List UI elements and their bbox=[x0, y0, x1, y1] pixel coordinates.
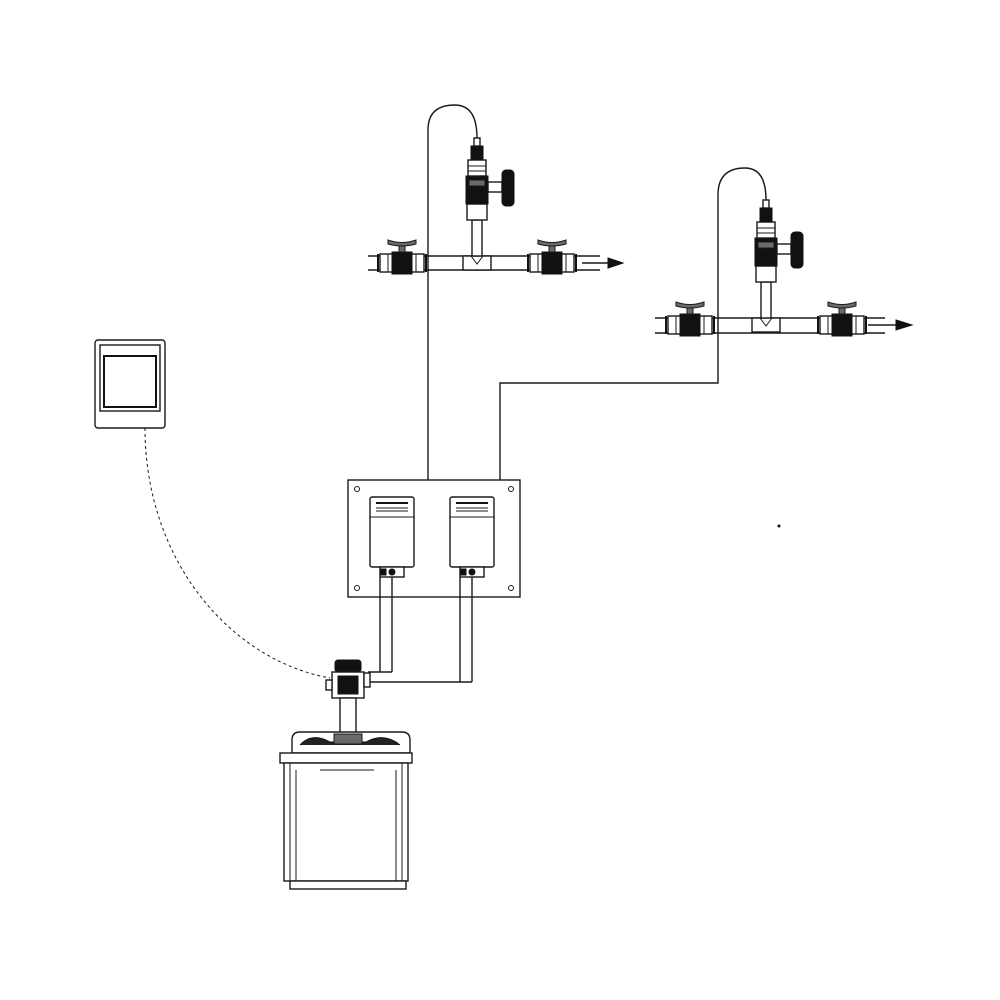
dual-pump-panel-icon[interactable] bbox=[347, 479, 521, 598]
injection-assembly-1 bbox=[368, 137, 625, 275]
suction-lance-icon[interactable] bbox=[325, 659, 371, 735]
marker-dot bbox=[777, 524, 781, 528]
suction-tubing bbox=[368, 577, 473, 683]
pump-module-icon[interactable] bbox=[449, 496, 495, 578]
drum-icon bbox=[279, 731, 413, 890]
injection-valve-icon[interactable] bbox=[754, 199, 804, 319]
injection-assembly-2 bbox=[655, 199, 914, 337]
dosing-tube-2 bbox=[484, 167, 767, 591]
dosing-tube-1 bbox=[427, 104, 478, 590]
tee-fitting-icon bbox=[462, 255, 492, 271]
controller-display-icon[interactable] bbox=[94, 339, 166, 429]
ball-valve-icon[interactable] bbox=[377, 239, 427, 275]
ball-valve-icon[interactable] bbox=[665, 301, 715, 337]
ball-valve-icon[interactable] bbox=[817, 301, 867, 337]
arrow-right-icon bbox=[868, 319, 914, 331]
injection-valve-icon[interactable] bbox=[465, 137, 515, 257]
signal-cable bbox=[144, 427, 331, 679]
ball-valve-icon[interactable] bbox=[527, 239, 577, 275]
arrow-right-icon bbox=[582, 257, 625, 269]
tee-fitting-icon bbox=[751, 317, 781, 333]
pump-module-icon[interactable] bbox=[369, 496, 415, 578]
